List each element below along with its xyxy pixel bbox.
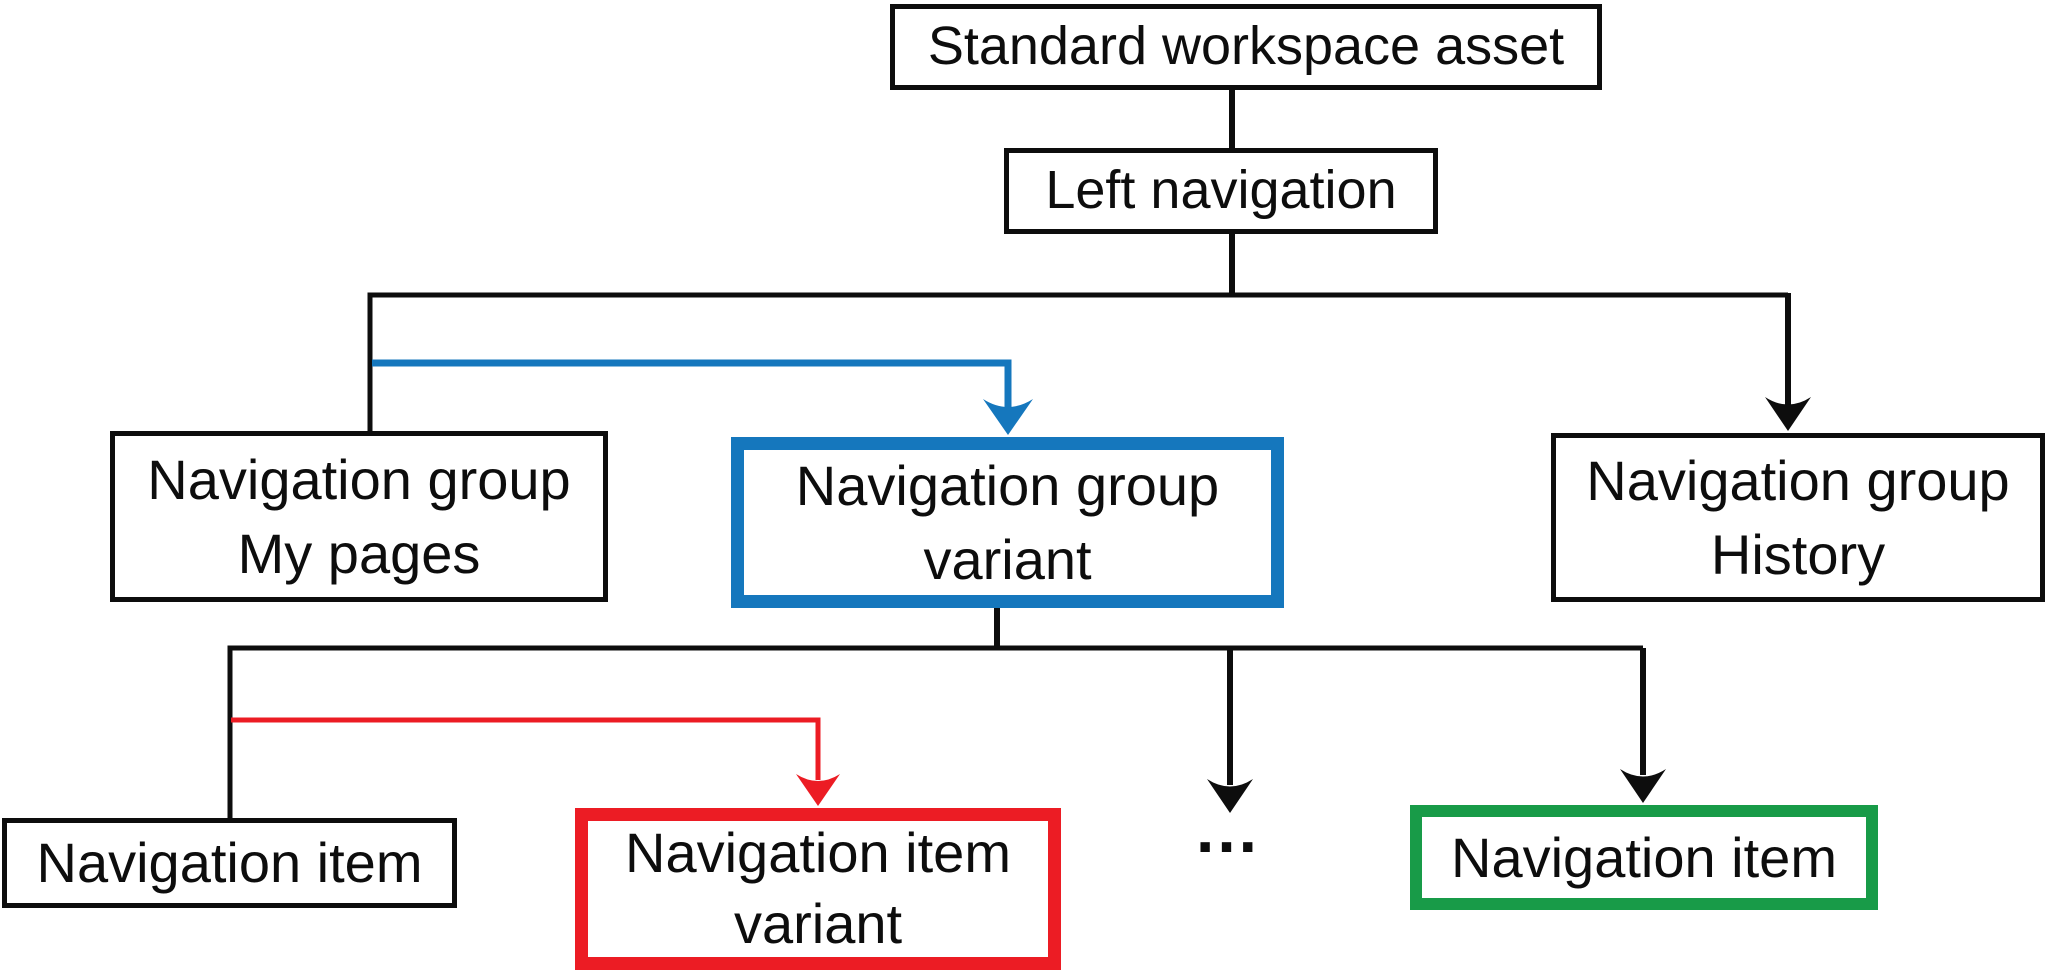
node-navigation-item-highlighted: Navigation item — [1410, 805, 1878, 910]
node-label-line1: Navigation group — [147, 447, 571, 511]
node-label-line2: variant — [733, 892, 903, 955]
node-label-line2: History — [1710, 522, 1886, 586]
node-label: Left navigation — [1045, 160, 1397, 221]
arrowhead-blue-variant — [983, 399, 1033, 435]
ellipsis-more-items: ... — [1195, 792, 1260, 866]
node-label-line1: Navigation group — [1586, 448, 2010, 512]
node-navigation-group-history: Navigation group History — [1551, 433, 2045, 602]
node-label: Standard workspace asset — [927, 16, 1565, 77]
arrowhead-red-variant — [796, 774, 840, 806]
arrowhead-green-item — [1620, 769, 1666, 803]
node-label: Navigation item — [1451, 825, 1837, 889]
connector-rail-items — [227, 645, 1643, 820]
connector-blue-branch — [372, 359, 1012, 410]
node-label-line2: variant — [923, 527, 1092, 591]
arrowhead-history — [1765, 397, 1811, 431]
node-label: Navigation item — [36, 831, 423, 895]
arrowhead-ellipsis — [1207, 779, 1253, 813]
node-navigation-item: Navigation item — [2, 818, 457, 908]
node-left-navigation: Left navigation — [1004, 148, 1438, 234]
node-navigation-group-my-pages: Navigation group My pages — [110, 431, 608, 602]
node-label-line2: My pages — [237, 521, 481, 585]
node-navigation-group-variant: Navigation group variant — [731, 437, 1284, 608]
node-label-line1: Navigation group — [795, 453, 1220, 517]
connector-rail-groups — [367, 292, 1788, 433]
node-standard-workspace-asset: Standard workspace asset — [890, 4, 1602, 90]
node-label-line1: Navigation item — [625, 821, 1011, 885]
node-navigation-item-variant: Navigation item variant — [575, 808, 1061, 970]
connector-red-branch — [231, 717, 821, 780]
